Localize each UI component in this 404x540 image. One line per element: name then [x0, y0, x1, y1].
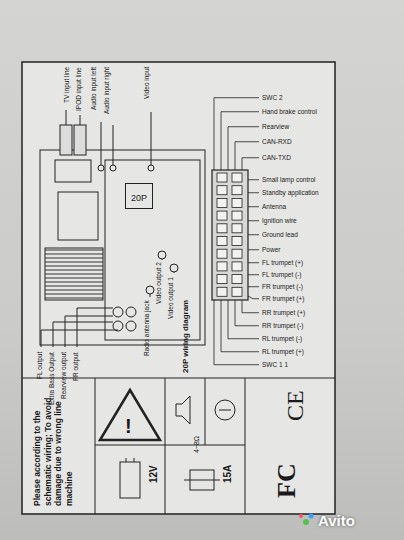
wire-label: SWC 2 [262, 94, 283, 101]
leader-line [228, 127, 259, 170]
leader-line [248, 234, 259, 235]
leader-line [248, 286, 259, 287]
wire-label: Small lamp control [262, 176, 315, 183]
leader-line [248, 179, 259, 180]
wire-label: FC [272, 463, 302, 498]
leader-line [248, 262, 259, 263]
leader-lines [212, 98, 314, 525]
wire-label: FL trumpet (-) [262, 271, 302, 278]
leader-line [242, 158, 259, 170]
wire-label: RL trumpet (+) [262, 348, 304, 355]
terminal-pin [232, 186, 242, 195]
wire-label: TV input line [63, 67, 70, 103]
terminal-pin [217, 287, 227, 296]
wire-label: FR output [72, 352, 79, 381]
leader-line [248, 220, 259, 221]
divider [22, 377, 335, 378]
wire-label: 4~8Ω [193, 436, 201, 453]
leader-line [214, 300, 259, 365]
leader-line [235, 142, 259, 170]
leader-line [248, 274, 259, 275]
wire-label: Rearview output [60, 352, 67, 399]
wire-label: Audio input right [103, 67, 110, 114]
leader-line [235, 300, 259, 326]
wire-label: FR trumpet (-) [262, 283, 303, 290]
leader-line [248, 296, 259, 299]
wire-label: RR trumpet (+) [262, 309, 305, 316]
head-unit-drawing [40, 110, 205, 347]
wire-label: RL trumpet (-) [262, 335, 302, 342]
terminal-pin [217, 211, 227, 220]
wire-label: FL trumpet (+) [262, 259, 303, 266]
terminal-pin [217, 198, 227, 207]
terminal-pin [217, 237, 227, 246]
wire-label: Standby application [262, 189, 319, 196]
wire-label: Video input [143, 67, 150, 99]
terminal-pin [217, 173, 227, 182]
wire-label: RR trumpet (-) [262, 322, 304, 329]
leader-line [248, 249, 259, 250]
watermark-dot [309, 514, 314, 519]
wire-label: CE [282, 390, 310, 421]
wire-label: IPOD input line [75, 67, 82, 111]
leader-line [221, 112, 259, 170]
watermark-dot [303, 519, 309, 525]
leader-line [248, 206, 259, 207]
leader-line [221, 300, 259, 352]
terminal-pin [232, 249, 242, 258]
leader-line [228, 300, 259, 339]
warning-note: Please according to the schematic wiring… [32, 388, 75, 506]
wire-label: 15A [222, 465, 234, 483]
wire-label: CAN-TXD [262, 154, 291, 161]
wire-label: Hand brake control [262, 108, 317, 115]
leader-line [242, 300, 259, 313]
terminal-pin [232, 173, 242, 182]
terminal-pin [232, 262, 242, 271]
terminal-pin [232, 211, 242, 220]
wire-label: CAN-RXD [262, 138, 292, 145]
wire-label: Ground lead [262, 231, 298, 238]
wire-label: Video output 1 [167, 277, 174, 319]
terminal-pin [232, 224, 242, 233]
wire-label: FL output [36, 352, 43, 379]
leader-line [248, 192, 259, 193]
terminal-pin [217, 224, 227, 233]
wire-label: Power [262, 246, 280, 253]
wire-label: SWC 1 1 [262, 361, 288, 368]
watermark: Avito [318, 512, 355, 529]
connector-box: 20P [125, 183, 153, 209]
warning-grid [95, 378, 245, 514]
wire-label: Ignition wire [262, 217, 297, 224]
sticker-border [22, 62, 335, 514]
terminal-pin [217, 262, 227, 271]
leader-line [214, 98, 259, 170]
wire-label: Audio input left [90, 67, 97, 110]
terminal-pin [232, 287, 242, 296]
terminal-block [212, 170, 248, 300]
wire-label: Rearview [262, 123, 289, 130]
wire-label: ! [125, 415, 132, 438]
connector-label: 20P [131, 193, 147, 203]
wire-label: 12V [148, 465, 160, 483]
terminal-pin [232, 237, 242, 246]
wire-label: Radio antenna jack [143, 300, 150, 356]
terminal-pin [232, 198, 242, 207]
terminal-pin [232, 275, 242, 284]
terminal-pin [217, 186, 227, 195]
wire-label: Antenna [262, 203, 286, 210]
watermark-dot [299, 514, 303, 518]
wire-label: FR trumpet (+) [262, 295, 304, 302]
terminal-pin [217, 249, 227, 258]
wire-label: Extra Bass Output [48, 352, 55, 405]
wire-label: Video output 2 [155, 262, 162, 304]
terminal-pin [217, 275, 227, 284]
wire-label: 20P wiring diagram [181, 300, 190, 373]
